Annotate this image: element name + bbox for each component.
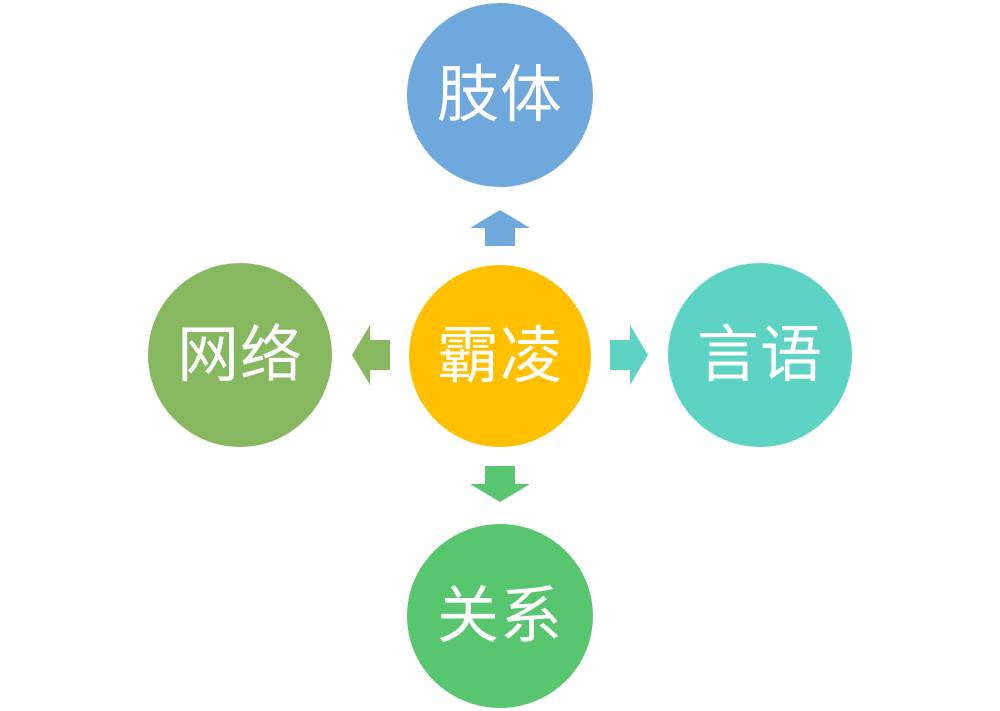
node-relational: 关系 xyxy=(407,524,593,708)
arrow-down-shape xyxy=(470,466,530,502)
node-bullying-center: 霸凌 xyxy=(409,265,591,447)
node-physical-label: 肢体 xyxy=(436,58,563,131)
arrow-left-shape xyxy=(352,325,390,385)
arrow-up-shape xyxy=(470,210,530,246)
arrow-up-to-physical xyxy=(470,210,530,246)
arrow-left-to-cyber xyxy=(352,325,390,385)
node-cyber: 网络 xyxy=(148,263,332,447)
node-verbal-label: 言语 xyxy=(696,318,823,391)
node-relational-label: 关系 xyxy=(436,579,563,652)
arrow-down-to-relational xyxy=(470,466,530,502)
node-cyber-label: 网络 xyxy=(176,318,303,391)
node-verbal: 言语 xyxy=(668,263,852,447)
node-physical: 肢体 xyxy=(407,3,593,187)
arrow-right-shape xyxy=(610,325,648,385)
node-bullying-label: 霸凌 xyxy=(436,319,563,392)
arrow-right-to-verbal xyxy=(610,325,648,385)
